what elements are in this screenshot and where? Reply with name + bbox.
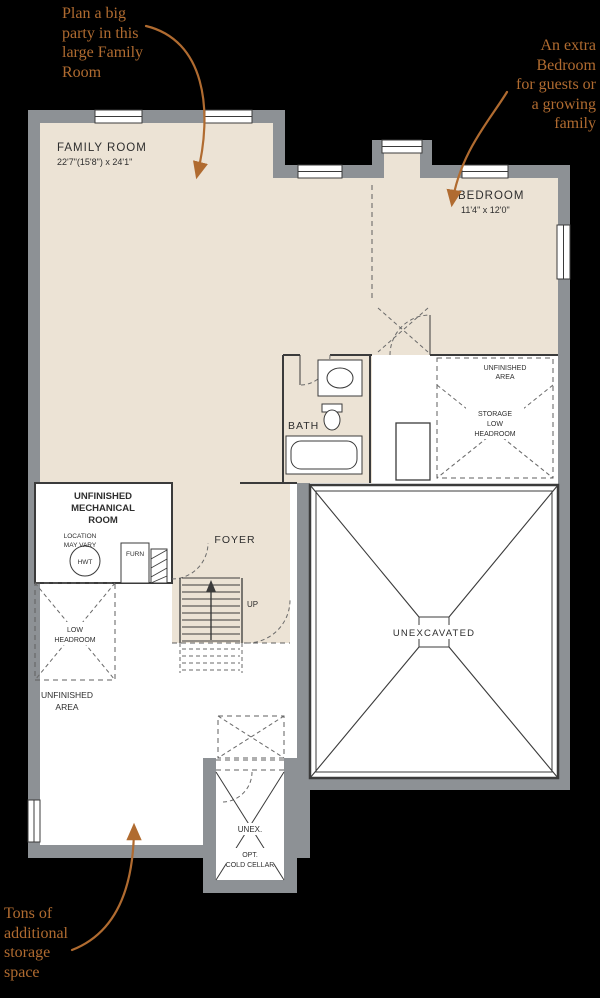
bay-floor [384,152,420,179]
window [556,224,571,280]
mech-note-1: LOCATION [64,533,97,540]
unexcavated-area [308,483,560,780]
furnace-icon [120,542,150,584]
up-arrowhead-icon [206,580,216,592]
foyer-floor [172,483,290,643]
windows [27,109,571,843]
storage-low-headroom [395,357,554,481]
finished-floor-beige [40,123,558,643]
furnace-label: FURN [126,551,144,558]
family-room-note: Plan a big party in this large Family Ro… [62,5,144,81]
room-labels: FAMILY ROOM 22'7"(15'8") x 24'1" BEDROOM… [41,142,526,869]
window [297,164,343,179]
hall-bath-floor [273,178,372,483]
storage-label-2: LOW [487,421,503,428]
cellar-opt-label: OPT. [242,852,258,859]
bedroom-floor [372,178,558,355]
low-headroom-box [34,582,116,681]
sink-icon [326,367,354,389]
window [94,109,143,124]
family-room-floor [40,123,273,483]
hot-water-tank-icon [69,545,101,577]
bedroom-arrow-icon [446,90,509,208]
storage-label-3: HEADROOM [474,431,515,438]
cellar-name-label: COLD CELLAR [226,862,275,869]
hwt-label: HWT [78,559,93,566]
family-room-dims: 22'7"(15'8") x 24'1" [57,157,132,167]
toilet-icon [323,409,341,431]
interior-walls-gray [203,483,310,880]
tub-icon [285,435,363,475]
up-label: UP [247,600,258,609]
window [27,799,41,843]
window [381,139,423,154]
low-headroom-label-1: LOW [67,627,83,634]
unfinished-left-label-1: UNFINISHED [41,690,93,700]
bathroom [282,354,372,483]
storage-arrow-icon [70,822,142,952]
cellar-unex-label: UNEX. [238,825,262,834]
mech-note-2: MAY VARY [64,542,97,549]
equipment-box [395,422,431,481]
family-room-label: FAMILY ROOM [57,142,147,154]
bath-label: BATH [288,420,319,432]
family-room-arrow-icon [144,24,208,180]
stairs [172,577,291,673]
low-headroom-label-2: HEADROOM [54,637,95,644]
mechanical-room [34,482,297,584]
unexcavated-label: UNEXCAVATED [393,628,475,639]
mech-room-label-2: MECHANICAL [71,503,135,514]
storage-label-1: STORAGE [478,411,512,418]
mech-room-label-1: UNFINISHED [74,491,132,502]
unfinished-right-label-1: UNFINISHED [484,365,527,372]
bedroom-label: BEDROOM [458,190,524,202]
annotation-arrows [70,24,509,952]
bedroom-dims: 11'4" x 12'0" [461,205,510,215]
mech-room-label-3: ROOM [88,515,118,526]
unfinished-left-label-2: AREA [55,702,78,712]
window [204,109,253,124]
storage-note: Tons of additional storage space [4,905,68,981]
foyer-label: FOYER [214,534,255,546]
bedroom-partition [371,185,558,356]
unfinished-right-label-2: AREA [495,374,514,381]
window [461,164,509,179]
vanity [317,359,363,397]
cold-cellar [215,715,285,881]
bedroom-note: An extra Bedroom for guests or a growing… [516,37,596,132]
